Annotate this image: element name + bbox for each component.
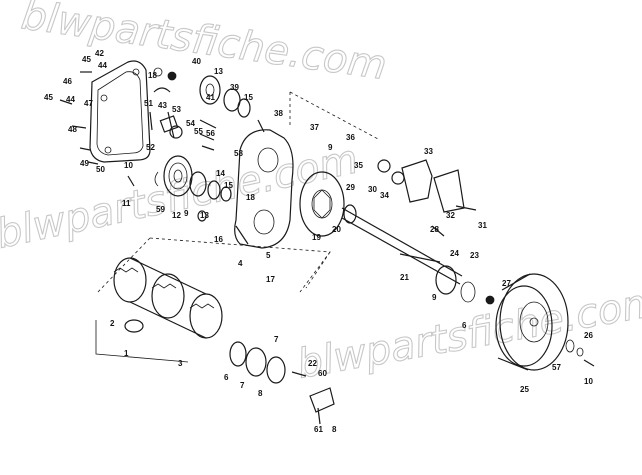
callout-17: 17	[266, 275, 275, 284]
lower-bearings	[229, 341, 335, 425]
callout-25: 25	[520, 385, 529, 394]
spacers	[127, 171, 232, 222]
callout-6a: 6	[462, 321, 467, 330]
callout-12: 12	[172, 211, 181, 220]
callout-3: 3	[178, 359, 183, 368]
callout-20: 20	[332, 225, 341, 234]
callout-42: 42	[95, 49, 104, 58]
callout-44: 44	[98, 61, 107, 70]
callout-29: 29	[346, 183, 355, 192]
callout-15: 15	[244, 93, 253, 102]
large-pulley	[495, 273, 595, 371]
callout-11: 11	[122, 199, 131, 208]
bearing-bracket	[377, 159, 477, 213]
callout-10: 10	[124, 161, 133, 170]
callout-2: 2	[110, 319, 115, 328]
callout-60: 60	[318, 369, 327, 378]
callout-23: 23	[470, 251, 479, 260]
watermark-top: blwpartsfiche.com	[19, 0, 390, 89]
tensioner	[159, 115, 217, 151]
chaincase-cover	[89, 60, 151, 163]
callout-31: 31	[478, 221, 487, 230]
callout-8b: 8	[332, 425, 337, 434]
callout-55: 55	[194, 127, 203, 136]
callout-16: 16	[214, 235, 223, 244]
callout-9c: 9	[432, 293, 437, 302]
callout-56: 56	[206, 129, 215, 138]
callout-7b: 7	[240, 381, 245, 390]
cover-bolts	[59, 67, 177, 165]
callout-45: 45	[82, 55, 91, 64]
callout-36: 36	[346, 133, 355, 142]
callout-5: 5	[266, 251, 271, 260]
callout-38: 38	[274, 109, 283, 118]
callout-57: 57	[552, 363, 561, 372]
callout-15b: 15	[224, 181, 233, 190]
callout-24: 24	[450, 249, 459, 258]
callout-9b: 9	[184, 209, 189, 218]
callout-7a: 7	[274, 335, 279, 344]
callout-6b: 6	[224, 373, 229, 382]
watermark-mid: blwpartsfiche.com	[0, 136, 362, 258]
callout-33: 33	[424, 147, 433, 156]
callout-18b: 18	[246, 193, 255, 202]
callout-18: 18	[148, 71, 157, 80]
callouts: 42 45 44 18 40 41 46 45 44 47 43 51 53 1…	[44, 49, 593, 434]
callout-27: 27	[502, 279, 511, 288]
callout-4: 4	[238, 259, 243, 268]
callout-49: 49	[80, 159, 89, 168]
callout-46: 46	[63, 77, 72, 86]
callout-28: 28	[430, 225, 439, 234]
chaincase-housing	[234, 119, 294, 249]
callout-54: 54	[186, 119, 195, 128]
callout-40: 40	[192, 57, 201, 66]
callout-37: 37	[310, 123, 319, 132]
callout-48: 48	[68, 125, 77, 134]
upper-sprockets	[149, 75, 251, 139]
callout-43: 43	[158, 101, 167, 110]
callout-61: 61	[314, 425, 323, 434]
callout-10b: 10	[584, 377, 593, 386]
callout-53: 53	[172, 105, 181, 114]
callout-32: 32	[446, 211, 455, 220]
track-sprockets	[95, 257, 223, 363]
callout-47: 47	[84, 99, 93, 108]
callout-52: 52	[146, 143, 155, 152]
callout-34: 34	[380, 191, 389, 200]
callout-59: 59	[156, 205, 165, 214]
callout-50: 50	[96, 165, 105, 174]
callout-26: 26	[584, 331, 593, 340]
drive-shaft	[341, 204, 495, 305]
callout-1: 1	[124, 349, 129, 358]
callout-51: 51	[144, 99, 153, 108]
callout-35: 35	[354, 161, 363, 170]
callout-9a: 9	[328, 143, 333, 152]
guide-lines	[95, 91, 381, 295]
callout-39: 39	[230, 83, 239, 92]
callout-21: 21	[400, 273, 409, 282]
callout-8a: 8	[258, 389, 263, 398]
callout-30: 30	[368, 185, 377, 194]
callout-13: 13	[214, 67, 223, 76]
callout-22: 22	[308, 359, 317, 368]
callout-13b: 13	[200, 211, 209, 220]
callout-14: 14	[216, 169, 225, 178]
callout-58: 58	[234, 149, 243, 158]
callout-44b: 44	[66, 95, 75, 104]
callout-19: 19	[312, 233, 321, 242]
callout-45b: 45	[44, 93, 53, 102]
callout-41: 41	[206, 93, 215, 102]
brake-disc	[299, 171, 345, 237]
